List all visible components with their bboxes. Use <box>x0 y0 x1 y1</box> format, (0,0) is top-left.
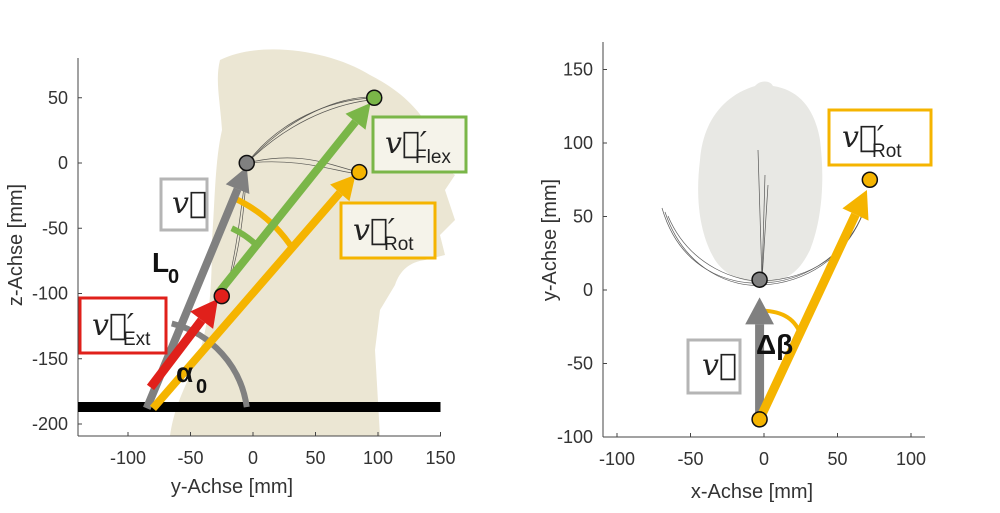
right-y-label: y-Achse [mm] <box>539 179 561 301</box>
v-rot-label-box-right: v⃗′ Rot <box>827 108 933 167</box>
v-flex-label: v⃗′ <box>385 126 427 161</box>
x-tick-label: -100 <box>110 448 146 468</box>
alpha0-label: α 0 <box>176 357 207 398</box>
v-rot-arrow-head <box>842 190 869 221</box>
rot-subscript: Rot <box>384 234 414 255</box>
v-rot-arrow-head <box>330 174 356 202</box>
x-tick-label: 50 <box>827 449 847 469</box>
svg-text:L: L <box>152 247 169 278</box>
v-flex-arrow <box>214 119 359 296</box>
rot-point <box>861 171 879 188</box>
right-plot-top-view: -100 -50 0 50 100 150 100 50 0 -50 -100 x-Achse [m… <box>539 42 926 503</box>
v-arrow-head <box>745 297 774 325</box>
delta-beta-label: Δβ <box>756 329 793 360</box>
ext-subscript: Ext <box>123 329 151 350</box>
x-tick-label: 100 <box>363 448 393 468</box>
svg-text:α: α <box>176 357 193 388</box>
y-tick-label: 50 <box>573 207 593 227</box>
v-rot-label: v⃗′ <box>842 120 884 155</box>
v-arrow-head <box>225 166 250 194</box>
svg-text:0: 0 <box>196 376 207 398</box>
v-rot-label-box: v⃗′ Rot <box>339 201 437 260</box>
y-tick-label: -150 <box>32 349 68 369</box>
base-point <box>751 411 768 428</box>
v-flex-arrow-head <box>345 102 371 130</box>
rot-angle-arc <box>232 195 296 251</box>
y-tick-label: -50 <box>42 218 68 238</box>
ext-point <box>213 287 230 305</box>
v-ext-label: v⃗′ <box>92 308 134 343</box>
v-rot-arrow <box>755 212 860 422</box>
x-tick-label: -50 <box>177 448 203 468</box>
y-tick-label: 50 <box>48 88 68 108</box>
y-tick-label: 150 <box>563 60 593 80</box>
x-tick-label: 100 <box>896 449 926 469</box>
v-ext-arrow-head <box>190 298 218 329</box>
x-tick-label: -50 <box>677 449 703 469</box>
y-tick-label: -100 <box>32 284 68 304</box>
alpha0-arc <box>171 320 250 408</box>
x-tick-label: 50 <box>305 448 325 468</box>
L0-label: L 0 <box>152 247 179 288</box>
x-tick-label: 0 <box>248 448 258 468</box>
x-tick-label: -100 <box>599 449 635 469</box>
flex-point <box>366 89 383 106</box>
v-label-box-right: v⃗ <box>686 338 742 395</box>
rot-subscript: Rot <box>872 141 902 162</box>
y-tick-label: 100 <box>563 133 593 153</box>
v-flex-label-box: v⃗′ Flex <box>371 115 468 174</box>
v-ext-arrow <box>146 317 206 391</box>
v-rot-label: v⃗′ <box>353 213 395 248</box>
y-tick-label: 0 <box>583 280 593 300</box>
v-rot-arrow <box>149 190 343 411</box>
v-label: v⃗ <box>172 186 207 221</box>
origin-point <box>751 271 768 288</box>
y-tick-label: -50 <box>567 354 593 374</box>
y-tick-label: -200 <box>32 414 68 434</box>
left-x-label: y-Achse [mm] <box>171 476 293 498</box>
origin-point <box>238 154 255 172</box>
v-label-box: v⃗ <box>159 177 209 232</box>
svg-text:0: 0 <box>168 266 179 288</box>
x-tick-label: 0 <box>759 449 769 469</box>
v-ext-label-box: v⃗′ Ext <box>78 296 168 355</box>
flex-subscript: Flex <box>415 147 451 168</box>
rot-point <box>351 163 368 181</box>
y-tick-label: -100 <box>557 427 593 447</box>
y-tick-label: 0 <box>58 153 68 173</box>
right-x-label: x-Achse [mm] <box>691 481 813 503</box>
v-label: v⃗ <box>702 348 737 383</box>
x-tick-label: 150 <box>425 448 455 468</box>
head-top-silhouette <box>698 81 823 283</box>
left-y-label: z-Achse [mm] <box>5 184 27 306</box>
